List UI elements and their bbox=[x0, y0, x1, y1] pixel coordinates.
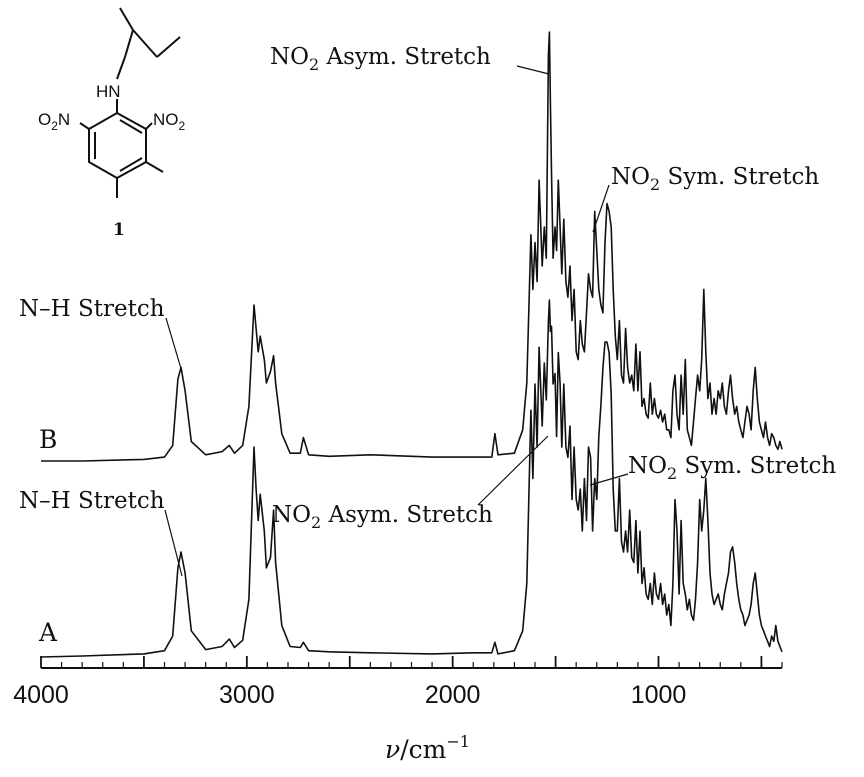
x-tick-label: 3000 bbox=[219, 681, 275, 709]
annotation-a-no2-asym: NO2 Asym. Stretch bbox=[272, 502, 493, 532]
bond-ring-methyl-right bbox=[145, 161, 164, 173]
spectrum-trace-b bbox=[41, 31, 783, 462]
benzene-ring bbox=[88, 111, 147, 180]
molecule-structure bbox=[79, 7, 181, 198]
bond-ethyl-left-2 bbox=[124, 29, 134, 58]
bond-ch-nh bbox=[116, 56, 126, 80]
leader-b-asym bbox=[516, 65, 550, 75]
compound-number: 1 bbox=[113, 220, 125, 240]
x-tick-label: 2000 bbox=[425, 681, 481, 709]
spectrum-traces bbox=[40, 31, 783, 658]
peak-annotations bbox=[164, 65, 629, 577]
bond-ring-no2-right bbox=[145, 122, 153, 130]
bond-ring-no2-left bbox=[79, 122, 90, 130]
ring-double-bond-bottom bbox=[119, 157, 143, 172]
leader-a-nh bbox=[164, 509, 183, 577]
leader-a-sym bbox=[589, 473, 629, 486]
molecule-left-nitro-label: O2N bbox=[38, 110, 70, 133]
molecule-right-nitro-label: NO2 bbox=[153, 110, 186, 133]
trace-label-b: B bbox=[39, 425, 57, 454]
annotation-b-no2-asym: NO2 Asym. Stretch bbox=[270, 44, 491, 74]
annotation-b-no2-sym: NO2 Sym. Stretch bbox=[611, 164, 819, 194]
annotation-a-no2-sym: NO2 Sym. Stretch bbox=[628, 453, 836, 483]
leader-b-sym bbox=[592, 184, 610, 233]
leader-b-nh bbox=[165, 317, 183, 373]
annotation-b-nh-stretch: N–H Stretch bbox=[19, 296, 165, 322]
bond-ethyl-right-1 bbox=[132, 29, 158, 58]
ring-double-bond-top bbox=[119, 119, 143, 134]
trace-label-a: A bbox=[38, 618, 58, 647]
bond-ethyl-left-1 bbox=[119, 7, 134, 31]
x-axis-ticks: 4000 3000 2000 1000 bbox=[13, 656, 783, 709]
bond-ethyl-right-2 bbox=[156, 36, 181, 58]
x-tick-label: 4000 bbox=[13, 681, 69, 709]
x-tick-label: 1000 bbox=[631, 681, 687, 709]
x-axis-title: ν/cm−1 bbox=[385, 732, 470, 764]
molecule-nh-label: HN bbox=[96, 82, 121, 101]
spectrum-trace-a bbox=[40, 299, 783, 658]
leader-a-asym bbox=[477, 435, 549, 506]
annotation-a-nh-stretch: N–H Stretch bbox=[19, 488, 165, 514]
